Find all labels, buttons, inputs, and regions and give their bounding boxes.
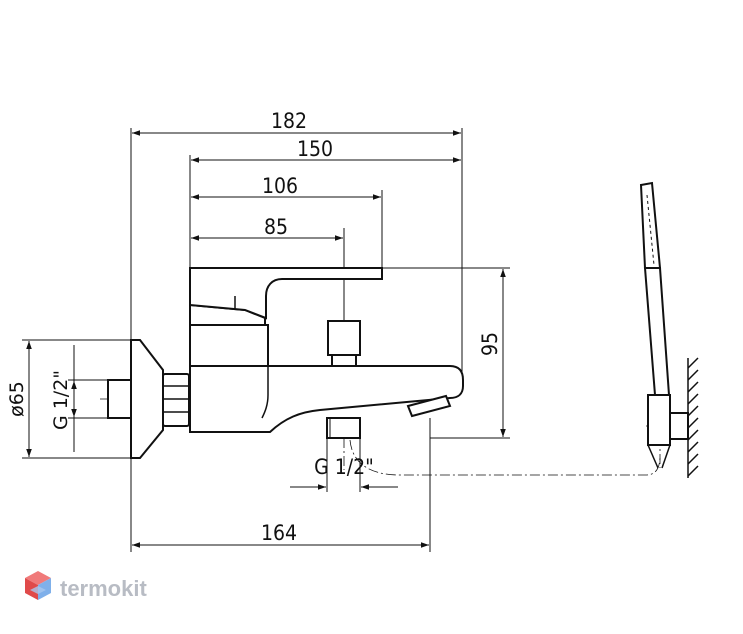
inlet-nut [162,373,190,427]
shower-holder [647,394,671,446]
spout-tip [406,394,452,418]
dim-thread-inlet-label: G 1/2" [50,370,72,430]
dim-164-label: 164 [261,521,297,545]
dim-150-label: 150 [297,137,333,161]
hexagon-cube-icon [25,571,51,600]
mixer-body [107,267,464,459]
dimension-lines [26,130,506,548]
inlet-thread [107,379,132,419]
dimension-labels: 182 150 106 85 95 ø65 G 1/2" G 1/2" 164 [6,109,502,545]
logo-text: termokit [60,576,147,601]
body-main [189,365,464,433]
dim-95-label: 95 [478,332,502,356]
lever-handle [189,267,383,320]
hand-shower [639,181,689,469]
shower-handle [643,267,671,396]
extension-lines [22,128,510,552]
wall-flange [130,339,164,459]
dim-182-label: 182 [271,109,307,133]
wall-hatch [687,357,699,478]
outlet-thread [326,417,361,439]
dim-85-label: 85 [264,215,288,239]
termokit-logo: termokit [25,571,147,601]
cartridge-column [189,324,269,367]
diverter-knob [327,320,361,356]
dim-diameter-label: ø65 [6,381,28,417]
dim-106-label: 106 [262,174,298,198]
